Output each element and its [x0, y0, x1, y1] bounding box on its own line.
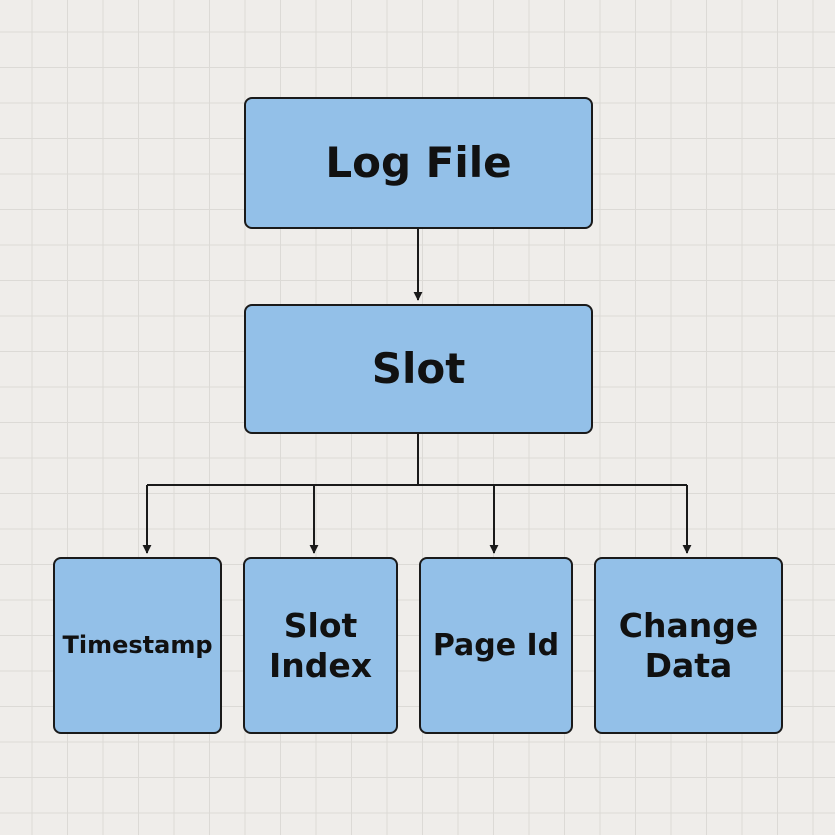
slot-node: Slot [244, 304, 593, 434]
log-file-node: Log File [244, 97, 593, 229]
change-data-node: Change Data [594, 557, 783, 734]
slot-index-node: Slot Index [243, 557, 398, 734]
page-id-node: Page Id [419, 557, 573, 734]
timestamp-node: Timestamp [53, 557, 222, 734]
